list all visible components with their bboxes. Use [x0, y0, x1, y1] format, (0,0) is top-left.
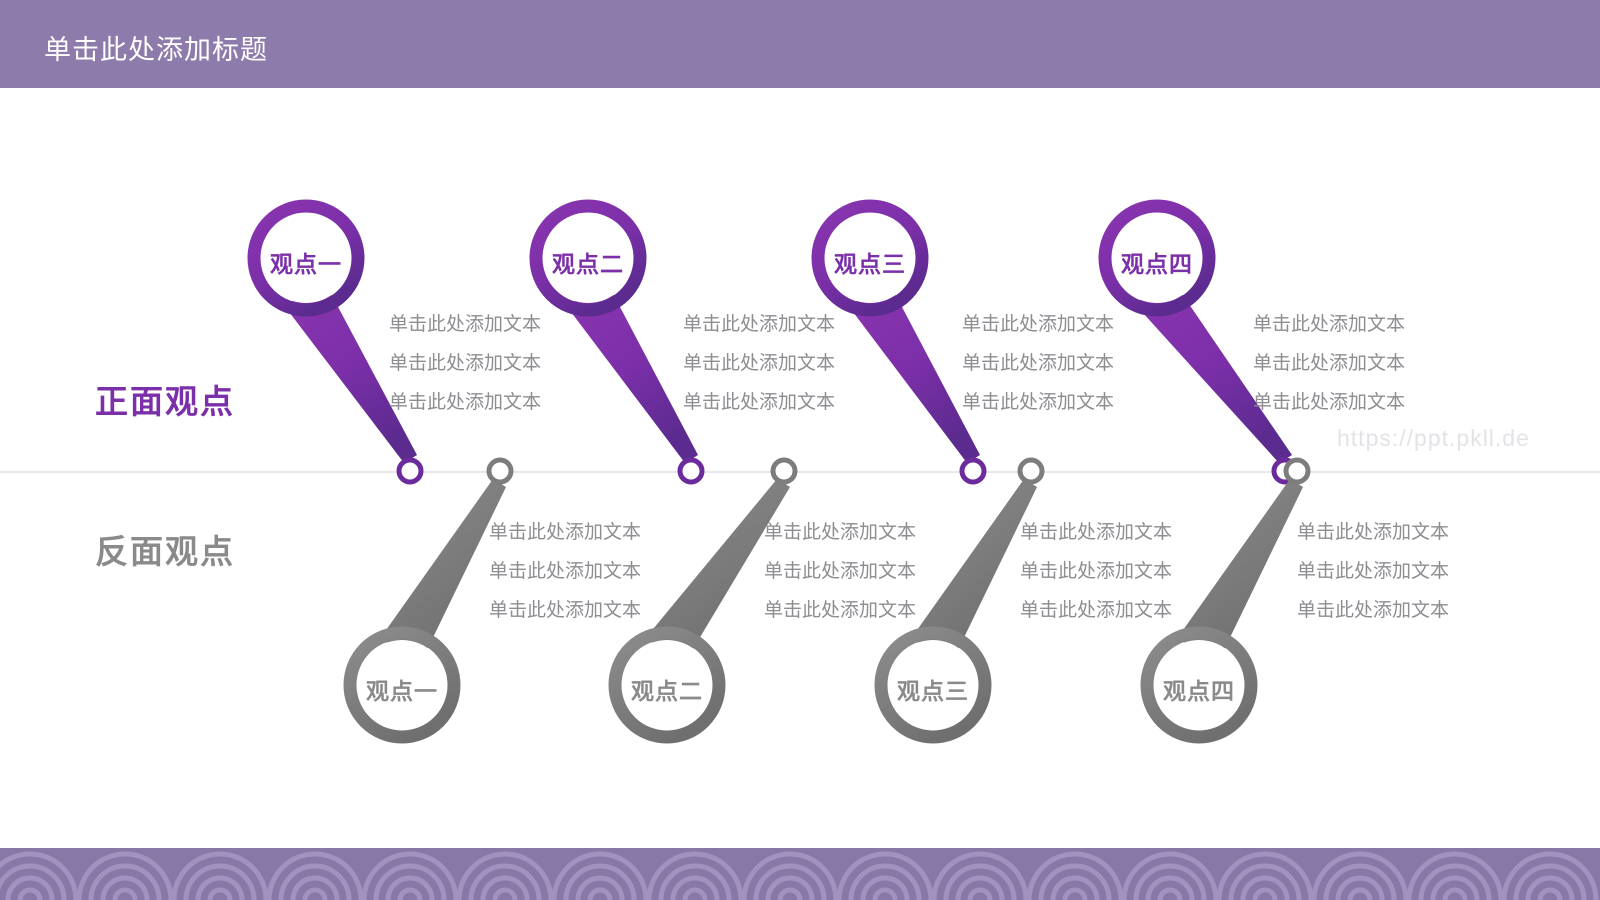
text-block-top-3[interactable]: 单击此处添加文本 单击此处添加文本 单击此处添加文本: [962, 305, 1162, 422]
page-title: 单击此处添加标题: [44, 35, 268, 65]
text-line: 单击此处添加文本: [683, 392, 836, 413]
pin-bottom-2-label[interactable]: 观点二: [631, 678, 703, 704]
text-line: 单击此处添加文本: [1297, 561, 1450, 582]
watermark-url: https://ppt.pkll.de: [1337, 425, 1530, 451]
footer-ornament-band: [0, 848, 1600, 900]
text-line: 单击此处添加文本: [1297, 600, 1450, 621]
text-line: 单击此处添加文本: [389, 353, 542, 374]
timeline-axis: [0, 471, 1600, 473]
text-block-bottom-2[interactable]: 单击此处添加文本 单击此处添加文本 单击此处添加文本: [764, 513, 964, 630]
pin-bottom-3-label[interactable]: 观点三: [897, 678, 969, 704]
text-line: 单击此处添加文本: [389, 314, 542, 335]
pin-bottom-4-label[interactable]: 观点四: [1163, 678, 1235, 704]
pin-top-1-label[interactable]: 观点一: [270, 251, 342, 277]
pin-top-4-label[interactable]: 观点四: [1121, 251, 1193, 277]
slide-header-bar: [0, 0, 1600, 88]
text-line: 单击此处添加文本: [1253, 314, 1406, 335]
text-block-top-1[interactable]: 单击此处添加文本 单击此处添加文本 单击此处添加文本: [389, 305, 589, 422]
text-line: 单击此处添加文本: [1020, 561, 1173, 582]
concentric-circles-pattern: [0, 851, 1599, 900]
text-block-bottom-3[interactable]: 单击此处添加文本 单击此处添加文本 单击此处添加文本: [1020, 513, 1220, 630]
text-block-top-2[interactable]: 单击此处添加文本 单击此处添加文本 单击此处添加文本: [683, 305, 883, 422]
text-line: 单击此处添加文本: [764, 600, 917, 621]
row-label-positive: 正面观点: [95, 383, 235, 420]
text-block-bottom-4[interactable]: 单击此处添加文本 单击此处添加文本 单击此处添加文本: [1297, 513, 1497, 630]
pin-top-2-label[interactable]: 观点二: [552, 251, 624, 277]
text-line: 单击此处添加文本: [764, 561, 917, 582]
text-block-bottom-1[interactable]: 单击此处添加文本 单击此处添加文本 单击此处添加文本: [489, 513, 689, 630]
pin-bottom-1-label[interactable]: 观点一: [366, 678, 438, 704]
text-line: 单击此处添加文本: [1297, 522, 1450, 543]
text-line: 单击此处添加文本: [1253, 353, 1406, 374]
text-line: 单击此处添加文本: [1020, 522, 1173, 543]
text-line: 单击此处添加文本: [489, 600, 642, 621]
pin-top-3-label[interactable]: 观点三: [834, 251, 906, 277]
text-line: 单击此处添加文本: [1020, 600, 1173, 621]
text-line: 单击此处添加文本: [489, 561, 642, 582]
text-line: 单击此处添加文本: [764, 522, 917, 543]
text-line: 单击此处添加文本: [962, 353, 1115, 374]
text-block-top-4[interactable]: 单击此处添加文本 单击此处添加文本 单击此处添加文本: [1253, 305, 1453, 422]
text-line: 单击此处添加文本: [962, 314, 1115, 335]
text-line: 单击此处添加文本: [489, 522, 642, 543]
text-line: 单击此处添加文本: [1253, 392, 1406, 413]
text-line: 单击此处添加文本: [389, 392, 542, 413]
text-line: 单击此处添加文本: [962, 392, 1115, 413]
text-line: 单击此处添加文本: [683, 353, 836, 374]
row-label-negative: 反面观点: [95, 533, 235, 570]
text-line: 单击此处添加文本: [683, 314, 836, 335]
